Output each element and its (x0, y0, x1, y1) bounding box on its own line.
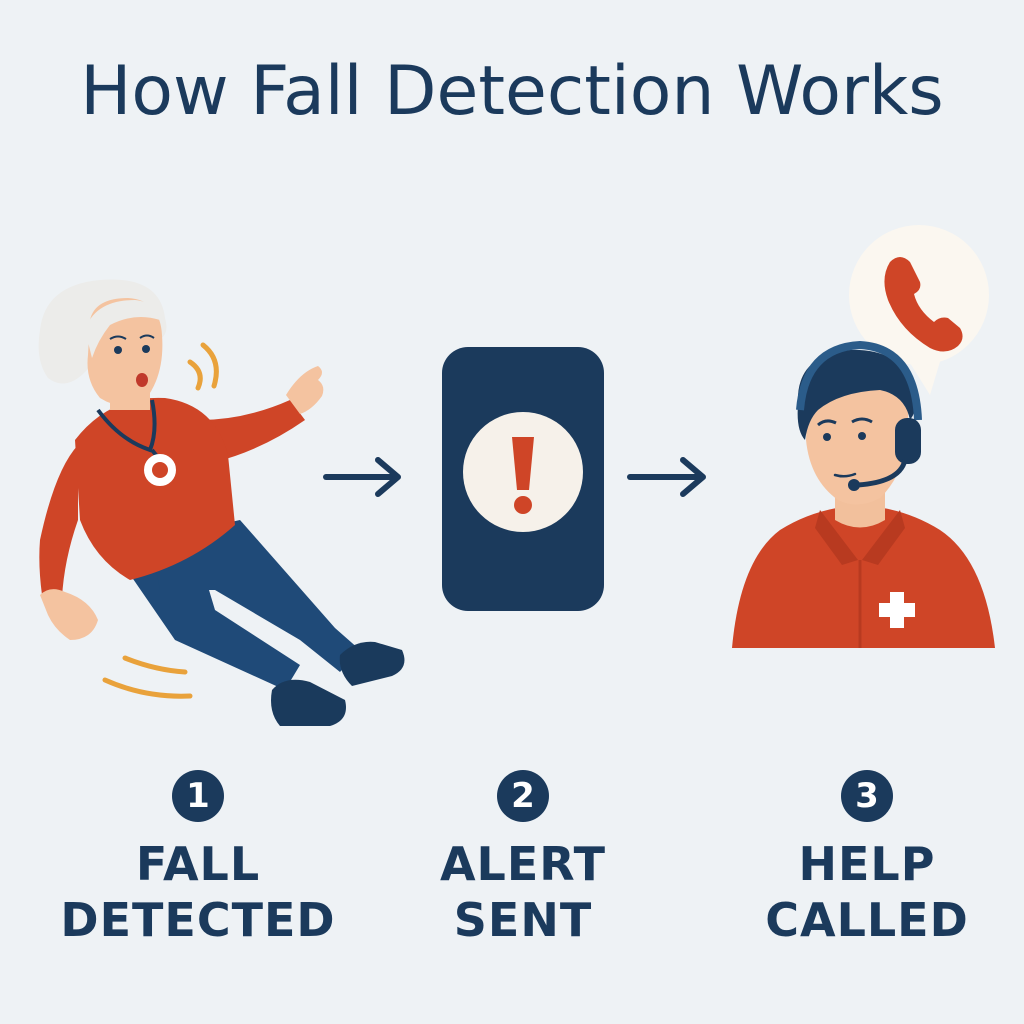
step-fall-detected: 1 FALL DETECTED (38, 770, 358, 948)
step-label: HELP CALLED (707, 836, 1024, 948)
phone-illustration (442, 347, 604, 611)
step-alert-sent: 2 ALERT SENT (363, 770, 683, 948)
medical-cross-icon (879, 592, 915, 628)
operator-illustration (732, 225, 995, 648)
flow-arrow-2 (627, 457, 706, 497)
step-label-line: FALL (135, 837, 261, 891)
step-label-line: CALLED (765, 893, 969, 947)
step-number-badge: 2 (497, 770, 549, 822)
step-label-line: DETECTED (60, 893, 336, 947)
flow-arrow-1 (323, 457, 401, 497)
phone-icon (884, 257, 963, 352)
step-number-badge: 1 (172, 770, 224, 822)
step-number-badge: 3 (841, 770, 893, 822)
step-label-line: SENT (453, 893, 593, 947)
falling-person-illustration (38, 279, 405, 726)
step-label-line: ALERT (439, 837, 607, 891)
exclamation-icon (512, 437, 534, 514)
page-title: How Fall Detection Works (80, 52, 944, 131)
speech-bubble (849, 225, 989, 395)
step-label: FALL DETECTED (38, 836, 358, 948)
step-label: ALERT SENT (363, 836, 683, 948)
step-label-line: HELP (798, 837, 936, 891)
step-help-called: 3 HELP CALLED (707, 770, 1024, 948)
